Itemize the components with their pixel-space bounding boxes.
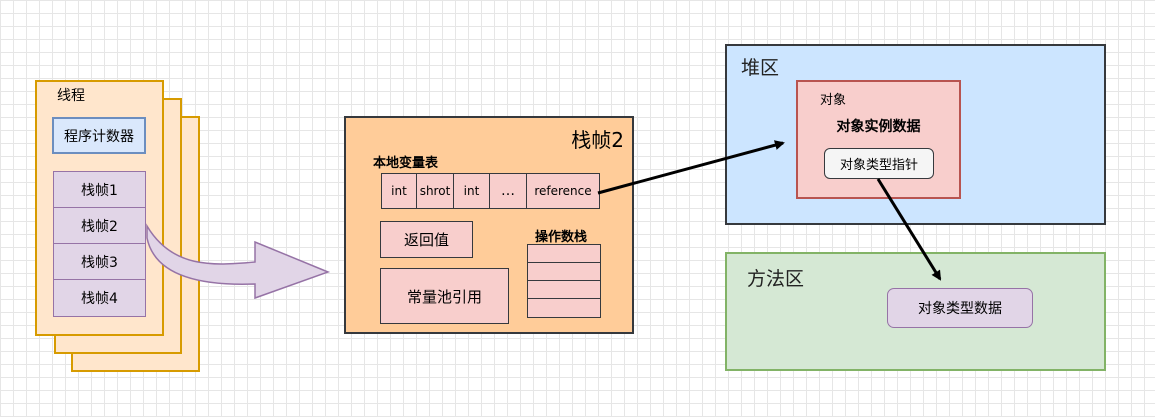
object-label: 对象 xyxy=(820,93,847,108)
heap-title: 堆区 xyxy=(741,57,780,79)
reference-arrow xyxy=(597,140,785,195)
local-var-slot: … xyxy=(489,173,527,209)
operand-stack xyxy=(527,244,601,318)
stack-frame-detail: 栈帧2 本地变量表 int shrot int … reference 返回值 … xyxy=(344,116,634,334)
local-var-slot: int xyxy=(453,173,490,209)
return-value: 返回值 xyxy=(380,221,473,258)
object-type-data: 对象类型数据 xyxy=(887,288,1033,328)
stack-frame-title: 栈帧2 xyxy=(571,128,624,152)
operand-stack-cell xyxy=(527,298,601,318)
local-var-slot: shrot xyxy=(416,173,454,209)
object-instance-data: 对象实例数据 xyxy=(836,119,921,135)
program-counter: 程序计数器 xyxy=(52,117,146,154)
frame-item: 栈帧4 xyxy=(53,279,146,317)
type-pointer-arrow xyxy=(876,178,942,281)
method-area-title: 方法区 xyxy=(747,268,805,290)
thread-title: 线程 xyxy=(57,88,85,104)
operand-stack-label: 操作数栈 xyxy=(535,230,588,245)
local-vars-table: int shrot int … reference xyxy=(381,173,600,209)
frame-list: 栈帧1 栈帧2 栈帧3 栈帧4 xyxy=(53,171,146,317)
local-vars-label: 本地变量表 xyxy=(373,156,439,171)
constant-pool-ref: 常量池引用 xyxy=(380,268,509,324)
local-var-slot: int xyxy=(381,173,417,209)
local-var-slot-reference: reference xyxy=(526,173,600,209)
expand-frame-arrow xyxy=(146,223,331,300)
